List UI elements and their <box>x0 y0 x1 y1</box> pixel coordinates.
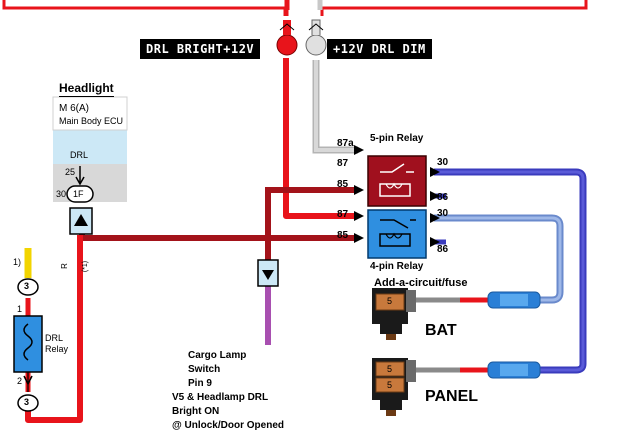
fuse-panel-value-1: 5 <box>387 364 393 374</box>
drl-relay-pin-1: 1 <box>17 304 23 314</box>
drl-relay-connectors <box>17 278 39 412</box>
connector-1f <box>66 185 94 203</box>
ecu-pin-25: 25 <box>65 167 76 177</box>
red-drl-wire <box>25 235 83 423</box>
cargo-note-line-6: @ Unlock/Door Opened <box>172 420 284 431</box>
relay-terminals <box>354 145 440 247</box>
fuse-bat-value: 5 <box>387 296 393 306</box>
drl-dim-tag: +12V DRL DIM <box>327 39 432 59</box>
dark-red-85-upper <box>265 187 358 265</box>
five-pin-relay-label: 5-pin Relay <box>370 133 424 144</box>
wire-color-r: R <box>59 263 69 269</box>
cargo-note-line-5: Bright ON <box>172 406 220 417</box>
splice-block <box>69 207 93 235</box>
headlight-title: Headlight <box>59 81 114 97</box>
cargo-note-line-2: Switch <box>188 364 221 375</box>
connector-1f-label: 1F <box>73 189 84 199</box>
drl-relay-block <box>13 315 43 373</box>
bat-butt-connector <box>487 291 541 309</box>
four-pin-relay-label: 4-pin Relay <box>370 261 424 272</box>
fuse-panel-value-2: 5 <box>387 380 393 390</box>
relay2-pin-85: 85 <box>337 230 349 241</box>
ecu-connector-label: M 6(A) <box>59 103 89 114</box>
four-pin-relay-body <box>367 209 427 259</box>
ecu-pin-30: 30 <box>56 189 67 199</box>
relay1-pin-85: 85 <box>337 179 349 190</box>
relay1-pin-30: 30 <box>437 157 449 168</box>
bat-label: BAT <box>425 322 457 339</box>
drl-bright-tag: DRL BRIGHT+12V <box>140 39 261 59</box>
relay1-pin-86: 86 <box>437 192 449 203</box>
connector-3-top: 3 <box>24 281 30 291</box>
cargo-note-line-1: Cargo Lamp <box>188 350 247 361</box>
relay2-pin-86: 86 <box>437 244 449 255</box>
ecu-drl-label: DRL <box>70 150 89 160</box>
drl-relay-pin-2: 2 <box>17 376 23 386</box>
relay2-pin-87: 87 <box>337 209 349 220</box>
cargo-note-line-3: Pin 9 <box>188 378 212 389</box>
bright-feed-wire <box>283 58 358 219</box>
drl-relay-label-2: Relay <box>45 344 69 354</box>
panel-butt-connector <box>487 361 541 379</box>
relay1-pin-87: 87 <box>337 158 349 169</box>
ecu-name-label: Main Body ECU <box>59 116 124 126</box>
panel-label: PANEL <box>425 388 479 405</box>
top-harness-lines <box>2 0 588 16</box>
main-body-ecu-box <box>52 96 128 202</box>
add-circuit-label: Add-a-circuit/fuse <box>374 277 468 289</box>
cargo-note-line-4: V5 & Headlamp DRL <box>172 392 269 403</box>
panel-fuse-holder <box>372 358 416 416</box>
cargo-lamp-connector <box>257 259 279 287</box>
drl-relay-label-1: DRL <box>45 333 64 343</box>
relay2-pin-30: 30 <box>437 208 449 219</box>
cargo-lamp-note: Cargo Lamp Switch Pin 9 V5 & Headlamp DR… <box>172 349 284 433</box>
relay1-pin-87a: 87a <box>337 138 354 149</box>
wire-note-x1: (*1) <box>82 260 90 273</box>
gray-dim-wire <box>312 60 358 154</box>
cut-off-label: 1) <box>13 257 22 267</box>
dim-bulb-connector <box>305 19 327 56</box>
bat-fuse-holder <box>372 288 416 340</box>
bright-bulb-connector <box>276 20 298 56</box>
five-pin-relay-body <box>367 155 427 207</box>
connector-3-bottom: 3 <box>24 397 30 407</box>
